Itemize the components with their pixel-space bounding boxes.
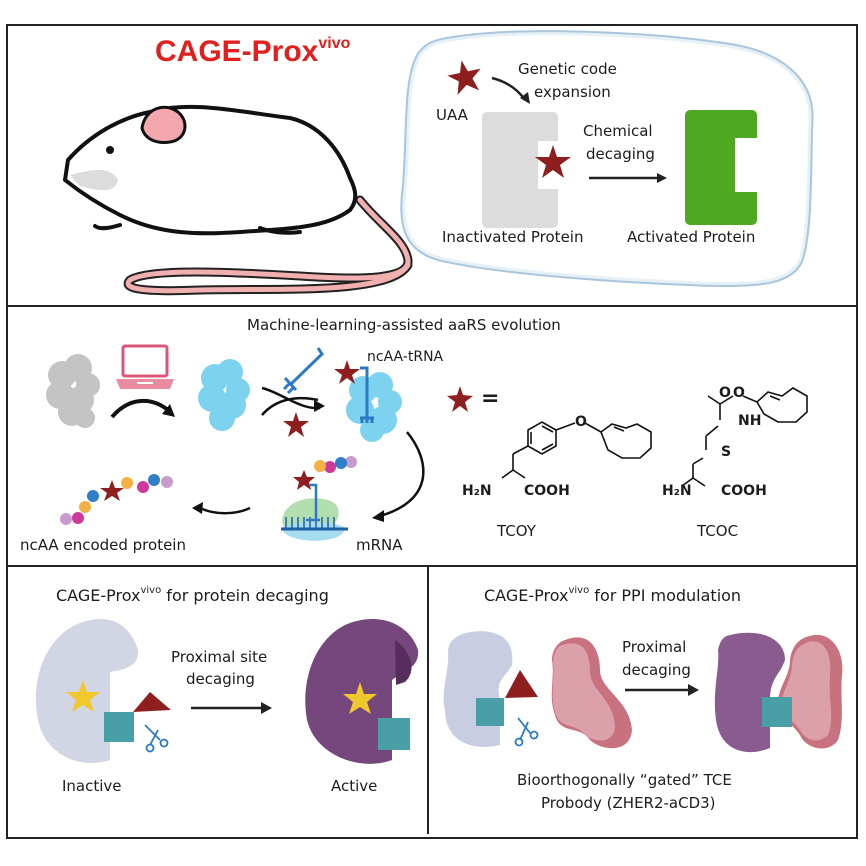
probody-scissors-icon	[514, 717, 539, 747]
active-label: Active	[331, 777, 378, 795]
br-title-main: CAGE-Prox	[484, 586, 569, 605]
divider-top	[6, 305, 858, 307]
tcoc-nh: NH	[738, 413, 762, 429]
inactive-protein-label: Inactivated Protein	[442, 228, 584, 246]
main-title-sup: vivo	[318, 35, 351, 52]
tcoc-ester-oxygen: O	[733, 385, 745, 401]
target-protein-icon	[551, 637, 632, 749]
tcoc-carbonyl-oxygen: O	[719, 385, 731, 401]
bl-title-sup: vivo	[140, 585, 162, 596]
protein-label: ncAA encoded protein	[20, 536, 186, 554]
br-caption-line2: Probody (ZHER2-aCD3)	[541, 794, 716, 812]
tcoy-structure	[501, 421, 652, 479]
ribosome-icon	[281, 483, 348, 541]
mouse-icon	[63, 104, 413, 296]
tcoc-structure	[681, 387, 808, 487]
bl-title-main: CAGE-Prox	[56, 586, 141, 605]
bl-arrow-label-line1: Proximal site	[171, 648, 268, 666]
complex-square-icon	[762, 697, 792, 727]
bl-arrow-label-line2: decaging	[186, 670, 255, 688]
probody-triangle-icon	[505, 670, 538, 698]
tcoc-name: TCOC	[697, 522, 739, 540]
bl-title-rest: for protein decaging	[161, 586, 329, 605]
active-protein-icon	[685, 110, 757, 225]
uaa-label: UAA	[436, 106, 468, 124]
equals-sign: =	[481, 386, 500, 411]
charged-trna-icon	[360, 366, 374, 423]
br-caption-line1: Bioorthogonally “gated” TCE	[517, 771, 732, 789]
tcoy-oxygen: O	[575, 414, 587, 430]
ncaa-protein-chain-icon	[60, 474, 173, 525]
trna-icon	[282, 347, 324, 395]
trna-star-icon	[334, 360, 360, 384]
middle-panel-title: Machine-learning-assisted aaRS evolution	[247, 316, 561, 334]
aars-library-cloud-icon	[46, 354, 100, 428]
caged-probody-icon	[443, 631, 539, 747]
divider-middle	[6, 565, 858, 567]
tcoc-acid: COOH	[721, 483, 767, 499]
br-title-rest: for PPI modulation	[589, 586, 742, 605]
tcoc-amine: H₂N	[662, 483, 692, 499]
active-star-icon	[343, 682, 377, 714]
inactive-enzyme-icon	[35, 619, 171, 764]
substrate-star-icon	[66, 680, 100, 712]
probody-square-icon	[476, 698, 504, 726]
active-protein-label: Activated Protein	[627, 228, 756, 246]
tcoy-acid: COOH	[524, 483, 570, 499]
tcoc-sulfur: S	[721, 444, 732, 460]
br-arrow-label-line2: decaging	[622, 661, 691, 679]
active-square-icon	[378, 718, 410, 750]
caged-star-icon	[535, 145, 571, 178]
br-arrow-label-line1: Proximal	[622, 638, 687, 656]
br-title-sup: vivo	[568, 585, 590, 596]
active-complex-icon	[714, 632, 843, 753]
gce-label-line1: Genetic code	[518, 60, 617, 78]
decaging-label-line2: decaging	[586, 145, 655, 163]
trna-label: ncAA-tRNA	[367, 349, 444, 365]
inactive-label: Inactive	[62, 777, 122, 795]
uaa-star-icon	[447, 60, 481, 95]
bottom-left-title: CAGE-Proxvivo for protein decaging	[56, 585, 329, 605]
nascent-chain-icon	[293, 456, 357, 490]
main-title: CAGE-Proxvivo	[155, 35, 350, 69]
cage-triangle-icon	[133, 692, 171, 712]
figure-frame	[6, 24, 858, 839]
cage-square-icon	[104, 712, 134, 742]
evolved-aars-cloud-icon	[198, 359, 250, 431]
ml-arrow-icon	[110, 398, 170, 419]
divider-vertical	[427, 566, 429, 834]
inactive-protein-icon	[482, 112, 558, 228]
tcoy-name: TCOY	[497, 522, 536, 540]
release-arrow-icon	[199, 506, 251, 515]
mrna-label: mRNA	[356, 536, 403, 554]
laptop-icon	[116, 344, 174, 389]
scissors-icon	[144, 724, 169, 753]
main-title-text: CAGE-Prox	[155, 35, 319, 68]
active-enzyme-icon	[305, 619, 419, 764]
decaging-label-line1: Chemical	[583, 122, 653, 140]
tcoy-amine: H₂N	[462, 483, 492, 499]
translation-arrow-icon	[379, 431, 425, 518]
bottom-right-title: CAGE-Proxvivo for PPI modulation	[484, 585, 741, 605]
gce-label-line2: expansion	[534, 83, 611, 101]
legend-star-icon	[447, 386, 473, 412]
ncaa-star-icon	[283, 412, 309, 437]
